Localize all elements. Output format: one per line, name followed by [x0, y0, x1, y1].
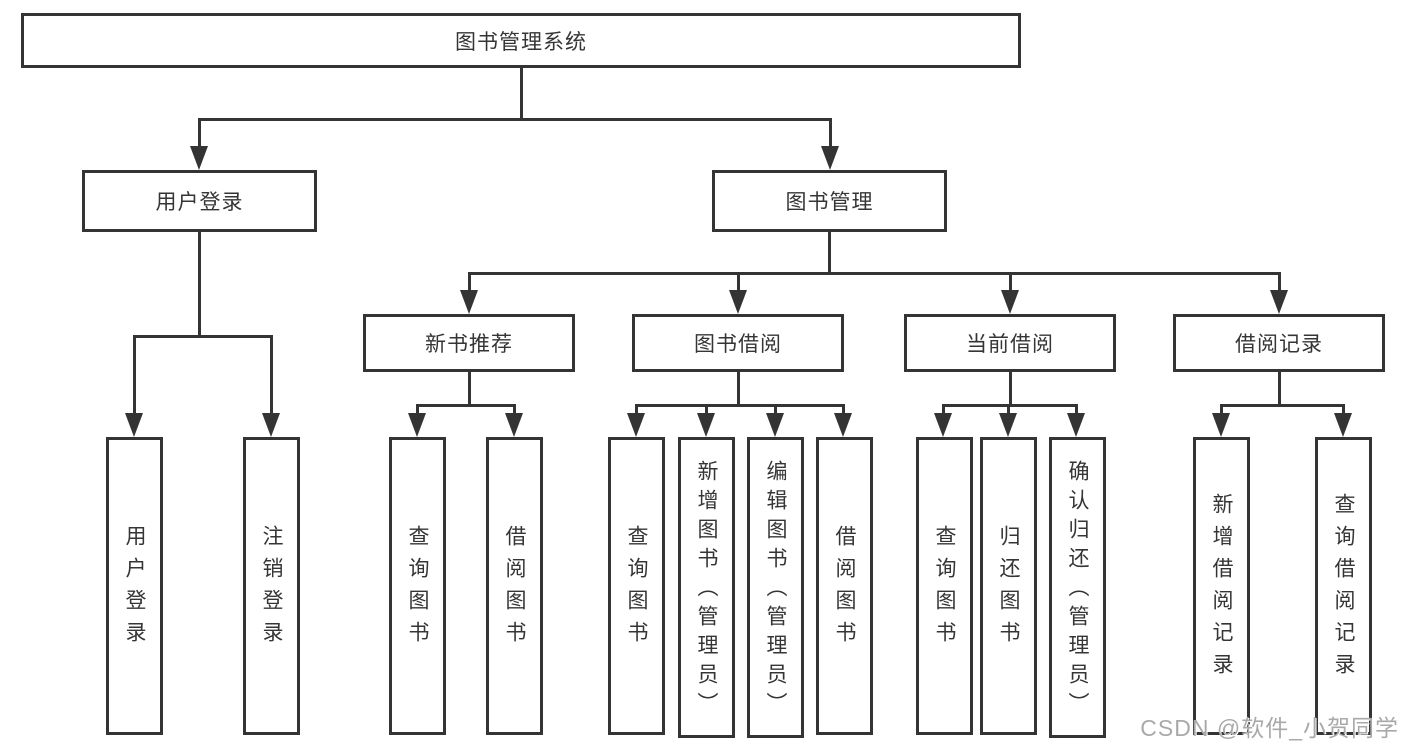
connector-line — [468, 272, 1281, 275]
leaf-query-borrow-record: 查询借阅记录 — [1315, 437, 1372, 735]
connector-line — [520, 68, 523, 120]
connector-line — [1278, 272, 1281, 294]
arrowhead-icon — [1212, 413, 1230, 437]
connector-line — [737, 372, 740, 407]
arrowhead-icon — [627, 413, 645, 437]
connector-line — [1007, 404, 1010, 418]
arrowhead-icon — [999, 413, 1017, 437]
arrowhead-icon — [505, 413, 523, 437]
csdn-watermark: CSDN @软件_小贺同学 — [1140, 715, 1399, 741]
leaf-add-book-admin: 新增图书（管理员） — [678, 437, 735, 738]
connector-line — [842, 404, 845, 418]
connector-line — [635, 404, 845, 407]
arrowhead-icon — [934, 413, 952, 437]
connector-line — [468, 272, 471, 294]
arrowhead-icon — [821, 146, 839, 170]
leaf-query-book-current: 查询图书 — [916, 437, 973, 735]
leaf-edit-book-admin: 编辑图书（管理员） — [747, 437, 804, 738]
connector-line — [133, 335, 136, 417]
arrowhead-icon — [190, 146, 208, 170]
connector-line — [635, 404, 638, 418]
node-new-book-recommend: 新书推荐 — [363, 314, 575, 372]
connector-line — [1220, 404, 1223, 418]
connector-line — [198, 232, 201, 338]
leaf-confirm-return-admin: 确认归还（管理员） — [1049, 437, 1106, 738]
arrowhead-icon — [834, 413, 852, 437]
node-user-login: 用户登录 — [82, 170, 317, 232]
connector-line — [942, 404, 945, 418]
arrowhead-icon — [1270, 290, 1288, 314]
node-book-management: 图书管理 — [712, 170, 947, 232]
connector-line — [1278, 372, 1281, 407]
node-book-borrow: 图书借阅 — [632, 314, 844, 372]
connector-line — [942, 404, 1078, 407]
connector-line — [1342, 404, 1345, 418]
connector-line — [416, 404, 419, 418]
leaf-borrow-book: 借阅图书 — [816, 437, 873, 735]
leaf-return-book: 归还图书 — [980, 437, 1037, 735]
connector-line — [705, 404, 708, 418]
connector-line — [416, 404, 516, 407]
connector-line — [1075, 404, 1078, 418]
leaf-borrow-book-recommend: 借阅图书 — [486, 437, 543, 735]
leaf-logout-login: 注销登录 — [243, 437, 300, 735]
arrowhead-icon — [1334, 413, 1352, 437]
leaf-query-book-recommend: 查询图书 — [389, 437, 446, 735]
node-root: 图书管理系统 — [21, 13, 1021, 68]
leaf-query-book-borrow: 查询图书 — [608, 437, 665, 735]
arrowhead-icon — [1001, 290, 1019, 314]
connector-line — [774, 404, 777, 418]
connector-line — [513, 404, 516, 418]
connector-line — [198, 118, 832, 121]
arrowhead-icon — [408, 413, 426, 437]
connector-line — [1220, 404, 1345, 407]
connector-line — [828, 232, 831, 275]
connector-line — [737, 272, 740, 294]
leaf-add-borrow-record: 新增借阅记录 — [1193, 437, 1250, 735]
connector-line — [468, 372, 471, 407]
arrowhead-icon — [460, 290, 478, 314]
arrowhead-icon — [262, 413, 280, 437]
connector-line — [1009, 272, 1012, 294]
arrowhead-icon — [697, 413, 715, 437]
node-current-borrow: 当前借阅 — [904, 314, 1116, 372]
arrowhead-icon — [766, 413, 784, 437]
arrowhead-icon — [729, 290, 747, 314]
connector-line — [270, 335, 273, 417]
node-borrow-record: 借阅记录 — [1173, 314, 1385, 372]
arrowhead-icon — [1067, 413, 1085, 437]
leaf-user-login: 用户登录 — [106, 437, 163, 735]
connector-line — [133, 335, 273, 338]
connector-line — [1009, 372, 1012, 407]
connector-line — [198, 118, 201, 150]
arrowhead-icon — [125, 413, 143, 437]
connector-line — [829, 118, 832, 150]
